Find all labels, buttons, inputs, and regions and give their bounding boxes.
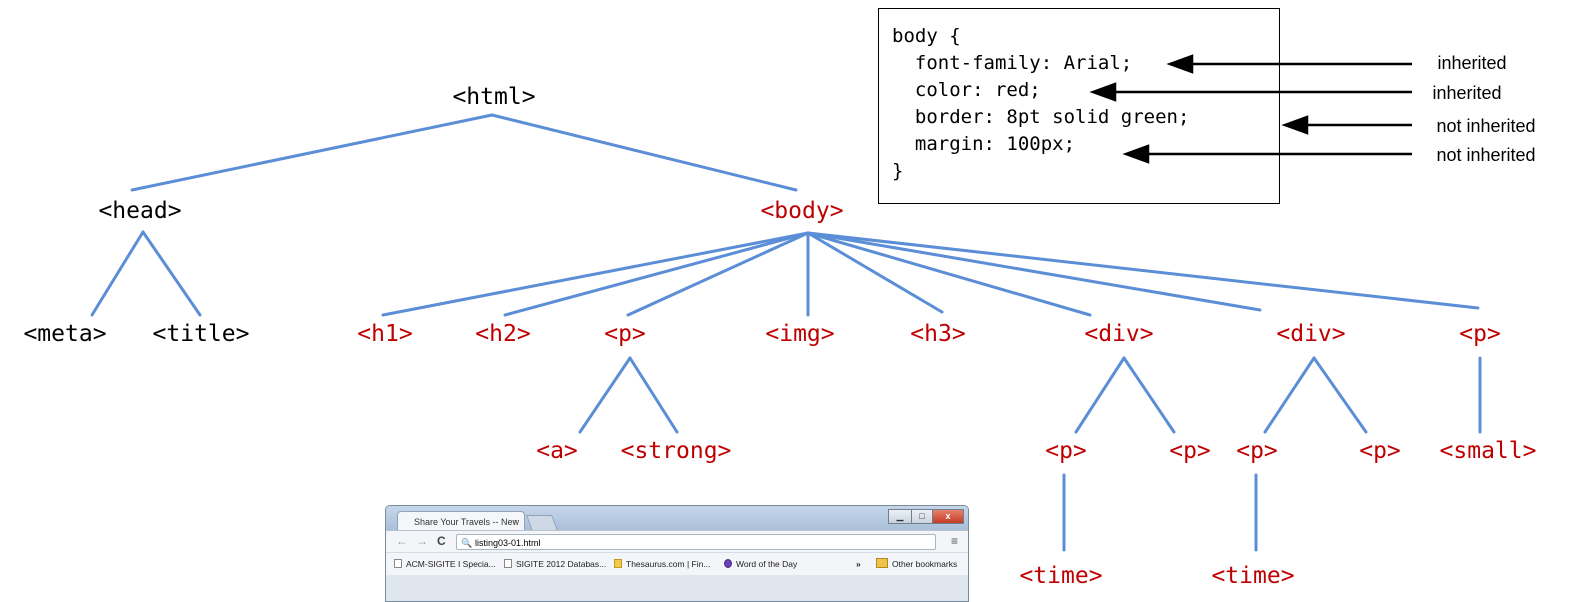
folder-icon [876,558,888,568]
edge-head-title [141,230,202,317]
node-time-2: <time> [1211,563,1295,589]
edge-head-meta [90,230,145,317]
forward-icon[interactable]: → [416,534,428,548]
node-body: <body> [760,198,844,224]
annotation-inherited-1: inherited [1437,53,1507,73]
browser-toolbar: ← → C 🔍 listing03-01.html ≡ [386,530,968,553]
annotation-not-inherited-2: not inherited [1436,145,1536,165]
css-line: color: red; [892,79,1041,101]
edge-p-a [578,356,632,434]
page-icon [504,559,512,568]
edge-html-head [130,113,494,192]
bookmark-item[interactable]: SIGITE 2012 Databas... [504,557,606,571]
tab-title: Share Your Travels -- New [414,517,520,527]
edge-html-body [490,113,798,192]
node-img: <img> [765,321,835,347]
css-line: margin: 100px; [892,133,1076,155]
word-of-day-icon [724,559,732,568]
other-bookmarks-folder[interactable]: Other bookmarks [876,557,957,571]
edge-div2-p1 [1263,356,1316,434]
node-title: <title> [152,321,250,347]
node-head: <head> [98,198,182,224]
node-h2: <h2> [475,321,531,347]
browser-tab[interactable]: Share Your Travels -- New × [397,511,525,531]
edge-body-h1 [381,231,810,317]
edge-div1-p1 [1074,356,1126,434]
node-time-1: <time> [1019,563,1103,589]
annotation-not-inherited-1: not inherited [1436,116,1536,136]
maximize-button[interactable]: □ [911,509,933,524]
node-h3: <h3> [910,321,966,347]
css-rule-box: body { font-family: Arial; color: red; b… [878,8,1280,204]
bookmark-label: ACM-SIGITE I Specia... [406,559,496,569]
node-p: <p> [604,321,646,347]
css-line: border: 8pt solid green; [892,106,1190,128]
bookmark-label: Word of the Day [736,559,798,569]
edge-div2-p2 [1312,356,1368,434]
arrowhead-2 [1089,82,1117,102]
arrowhead-1 [1166,54,1194,74]
node-small: <small> [1439,438,1537,464]
browser-window: Share Your Travels -- New × ▁ □ x ← → C … [385,505,969,602]
css-line: body { [892,25,961,47]
edge-body-h2 [503,231,810,317]
node-strong: <strong> [620,438,732,464]
node-div2-p-2: <p> [1359,438,1401,464]
node-div-1: <div> [1084,321,1154,347]
node-a: <a> [536,438,578,464]
bookmark-item[interactable]: ACM-SIGITE I Specia... [394,557,496,571]
browser-titlebar: Share Your Travels -- New × ▁ □ x [386,506,968,531]
edge-body-div2 [806,231,1262,312]
thesaurus-icon [614,559,622,568]
edge-div1-p2 [1122,356,1176,434]
node-html: <html> [452,84,536,110]
bookmark-label: SIGITE 2012 Databas... [516,559,607,569]
node-div2-p-1: <p> [1236,438,1278,464]
arrowhead-4 [1122,144,1150,164]
node-div-2: <div> [1276,321,1346,347]
node-div1-p-1: <p> [1045,438,1087,464]
back-icon[interactable]: ← [396,534,408,548]
menu-icon[interactable]: ≡ [950,534,958,548]
edge-body-p2 [806,231,1480,310]
node-p-2: <p> [1459,321,1501,347]
css-line: font-family: Arial; [892,52,1133,74]
annotation-inherited-2: inherited [1432,83,1502,103]
edge-p-strong [628,356,679,434]
address-bar[interactable]: 🔍 listing03-01.html [456,534,936,550]
tab-close-icon[interactable]: × [512,517,518,527]
edge-body-h3 [806,231,944,314]
node-h1: <h1> [357,321,413,347]
other-bookmarks-label: Other bookmarks [892,559,958,569]
css-line: } [892,160,904,182]
bookmark-item[interactable]: Word of the Day [724,557,797,571]
edge-body-p [626,231,810,317]
bookmarks-overflow-icon[interactable]: » [856,559,861,569]
minimize-button[interactable]: ▁ [888,509,912,524]
node-meta: <meta> [23,321,107,347]
node-div1-p-2: <p> [1169,438,1211,464]
bookmarks-bar: ACM-SIGITE I Specia... SIGITE 2012 Datab… [386,552,968,575]
bookmark-label: Thesaurus.com | Fin... [626,559,711,569]
search-icon: 🔍 [461,538,473,548]
page-icon [394,559,402,568]
bookmark-item[interactable]: Thesaurus.com | Fin... [614,557,710,571]
address-url: listing03-01.html [475,538,541,548]
arrowhead-3 [1281,115,1309,135]
close-window-button[interactable]: x [932,509,964,524]
edge-body-div1 [806,231,1092,317]
reload-icon[interactable]: C [437,534,446,548]
new-tab-button[interactable] [526,515,558,531]
